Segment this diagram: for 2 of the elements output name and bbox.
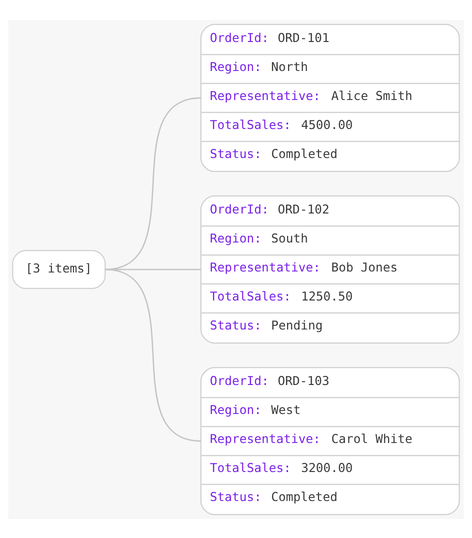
connector xyxy=(105,96,202,270)
connector xyxy=(105,268,202,442)
